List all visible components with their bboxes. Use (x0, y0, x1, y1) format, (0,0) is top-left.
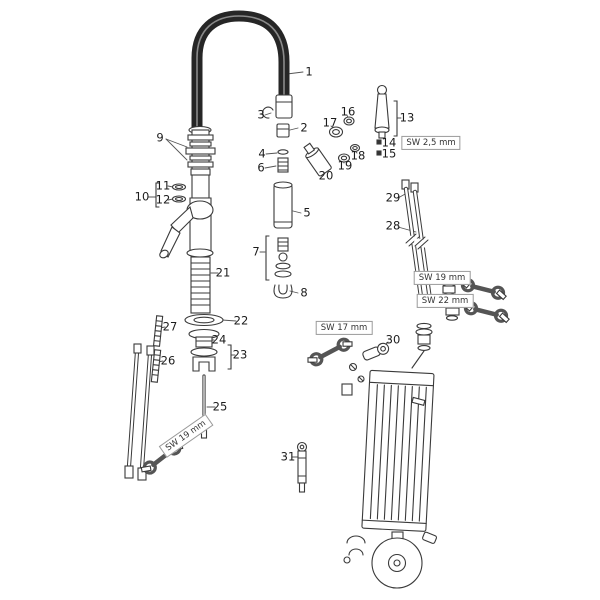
part-21-shaft (186, 248, 214, 314)
part-8-clip (273, 284, 293, 299)
part-17-ring (328, 126, 344, 138)
part-12-o-ring (171, 195, 187, 203)
part-15-pin (376, 150, 382, 156)
part-2-aerator (276, 123, 290, 138)
plate-screws (341, 362, 365, 396)
part-22-ring (184, 313, 224, 327)
part-4-washer (277, 149, 289, 155)
bracket-23 (227, 344, 232, 370)
bracket-7 (265, 235, 270, 281)
fitting-stack-sw19 (442, 281, 456, 298)
part-24-escutcheon (188, 328, 220, 348)
mounting-plate (361, 369, 435, 532)
part-27-stud (152, 315, 164, 347)
part-30-connector (362, 322, 433, 369)
plate-fitting-right (422, 531, 438, 544)
supply-hoses (124, 343, 155, 481)
part-6-insert (277, 157, 289, 173)
part-19-ring (337, 153, 351, 163)
part-26-stud (150, 349, 162, 383)
hose-clamp (343, 535, 366, 564)
part-14-screw (376, 139, 382, 145)
wrench-icon (461, 301, 511, 323)
fitting-stack-sw22 (444, 302, 460, 321)
faucet-spout (188, 10, 290, 139)
part-20-cartridge (303, 142, 332, 177)
part-23-mounting-set (190, 347, 218, 372)
part-3-clip (262, 106, 274, 119)
bracket-13 (393, 100, 398, 137)
part-25-rod (200, 374, 208, 439)
bracket-10 (155, 182, 160, 208)
part-31-tool (296, 441, 308, 493)
faucet-column (185, 129, 216, 199)
part-7-check-valve (274, 237, 292, 278)
part-13-handle-lever (374, 84, 390, 139)
part-18-ring (349, 144, 361, 152)
part-11-o-ring (171, 183, 187, 191)
wrench-icon (306, 336, 354, 368)
wrench-icon (140, 439, 185, 477)
spout-head (275, 94, 293, 119)
wrench-icon (458, 278, 508, 300)
part-5-sleeve (273, 181, 293, 229)
hose-weight (371, 531, 423, 589)
part-16-ring (343, 116, 355, 126)
hose-break-marks (404, 233, 429, 250)
